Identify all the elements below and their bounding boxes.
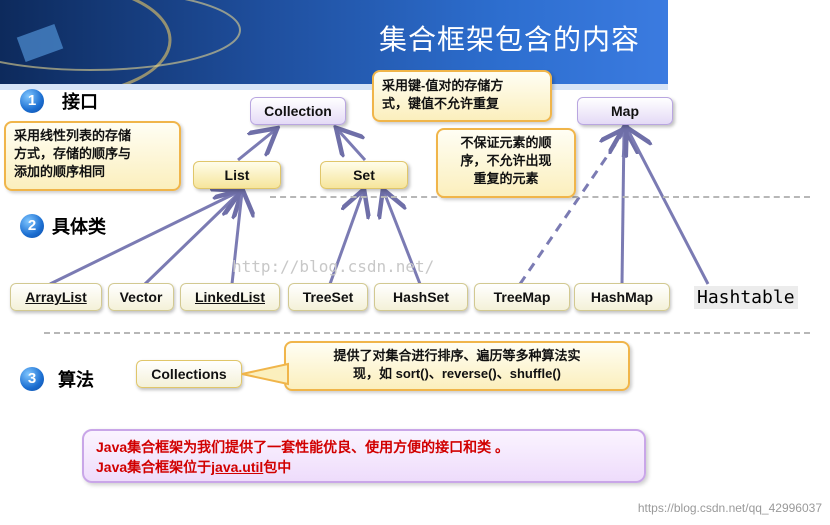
linkedlist-to-list-arrow <box>232 192 242 285</box>
header-banner: 集合框架包含的内容 <box>0 0 668 84</box>
set-to-collection-arrow <box>338 130 367 162</box>
page-title: 集合框架包含的内容 <box>378 23 640 56</box>
summary-box: Java集合框架为我们提供了一套性能优良、使用方便的接口和类 。 Java集合框… <box>82 429 646 483</box>
set-note: 不保证元素的顺 序，不允许出现 重复的元素 <box>436 128 576 198</box>
watermark-middle: http://blog.csdn.net/ <box>232 257 435 276</box>
map-interface: Map <box>577 97 673 125</box>
banner-underline <box>0 84 668 90</box>
class-treeset: TreeSet <box>288 283 368 311</box>
section-label-classes: 具体类 <box>52 217 106 238</box>
banner-decoration <box>0 0 241 84</box>
section-number-3: 3 <box>20 367 44 391</box>
list-note: 采用线性列表的存储 方式，存储的顺序与 添加的顺序相同 <box>4 121 181 191</box>
list-note-line: 添加的顺序相同 <box>14 164 106 179</box>
hashmap-to-map-arrow <box>622 130 624 285</box>
list-interface: List <box>193 161 281 189</box>
class-treemap: TreeMap <box>474 283 570 311</box>
class-hashset: HashSet <box>374 283 468 311</box>
section-label-algorithms: 算法 <box>58 370 94 391</box>
vector-to-list-arrow <box>143 192 240 286</box>
hashtable-to-map-arrow <box>628 130 710 285</box>
separator-algorithms <box>44 332 810 334</box>
collections-class: Collections <box>136 360 242 388</box>
class-arraylist: ArrayList <box>10 283 102 311</box>
summary-line-2: Java集合框架位于java.util包中 <box>96 457 632 477</box>
collection-interface: Collection <box>250 97 346 125</box>
collections-note: 提供了对集合进行排序、遍历等多种算法实 现，如 sort()、reverse()… <box>284 341 630 391</box>
watermark-corner: https://blog.csdn.net/qq_42996037 <box>637 501 822 515</box>
list-note-line: 采用线性列表的存储 <box>14 128 132 143</box>
set-note-line: 序，不允许出现 <box>460 153 552 168</box>
collections-pointer <box>241 362 289 386</box>
section-number-1: 1 <box>20 89 44 113</box>
set-note-line: 不保证元素的顺 <box>460 135 552 150</box>
list-note-line: 方式，存储的顺序与 <box>14 146 132 161</box>
map-note-line: 采用键-值对的存储方 <box>382 78 504 93</box>
class-hashmap: HashMap <box>574 283 670 311</box>
class-hashtable: Hashtable <box>694 286 798 309</box>
arraylist-to-list-arrow <box>49 192 238 286</box>
map-note: 采用键-值对的存储方 式，键值不允许重复 <box>372 70 552 122</box>
list-to-collection-arrow <box>237 130 275 162</box>
map-note-line: 式，键值不允许重复 <box>382 96 500 111</box>
summary-line-1: Java集合框架为我们提供了一套性能优良、使用方便的接口和类 。 <box>96 439 510 455</box>
set-interface: Set <box>320 161 408 189</box>
section-label-interfaces: 接口 <box>62 92 98 113</box>
class-linkedlist: LinkedList <box>180 283 280 311</box>
collections-note-line: 提供了对集合进行排序、遍历等多种算法实 <box>333 348 581 363</box>
hashset-to-set-arrow <box>384 192 422 285</box>
summary-line-2-suffix: 包中 <box>263 459 292 475</box>
package-name: java.util <box>211 459 264 475</box>
section-number-2: 2 <box>20 214 44 238</box>
summary-line-2-prefix: Java集合框架位于 <box>96 459 212 475</box>
class-vector: Vector <box>108 283 174 311</box>
set-note-line: 重复的元素 <box>473 171 539 186</box>
collections-note-line: 现，如 sort()、reverse()、shuffle() <box>352 366 562 381</box>
treeset-to-set-arrow <box>328 192 363 285</box>
